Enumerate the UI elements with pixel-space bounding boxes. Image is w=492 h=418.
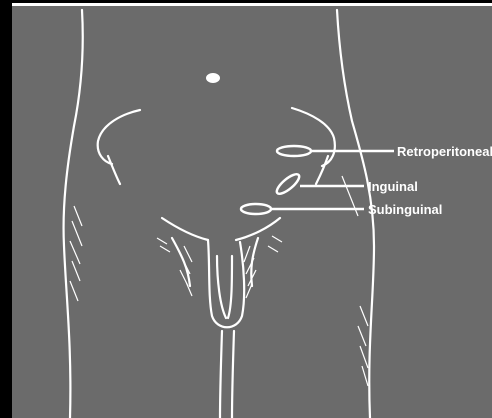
frame-border-left (0, 0, 12, 418)
inguinal-label: Inguinal (368, 179, 418, 194)
anatomical-illustration: Retroperitoneal Inguinal Subinguinal (12, 6, 492, 418)
subinguinal-label: Subinguinal (368, 202, 442, 217)
navel (206, 73, 220, 83)
retroperitoneal-label: Retroperitoneal (397, 144, 492, 159)
frame-border-top (0, 0, 492, 3)
